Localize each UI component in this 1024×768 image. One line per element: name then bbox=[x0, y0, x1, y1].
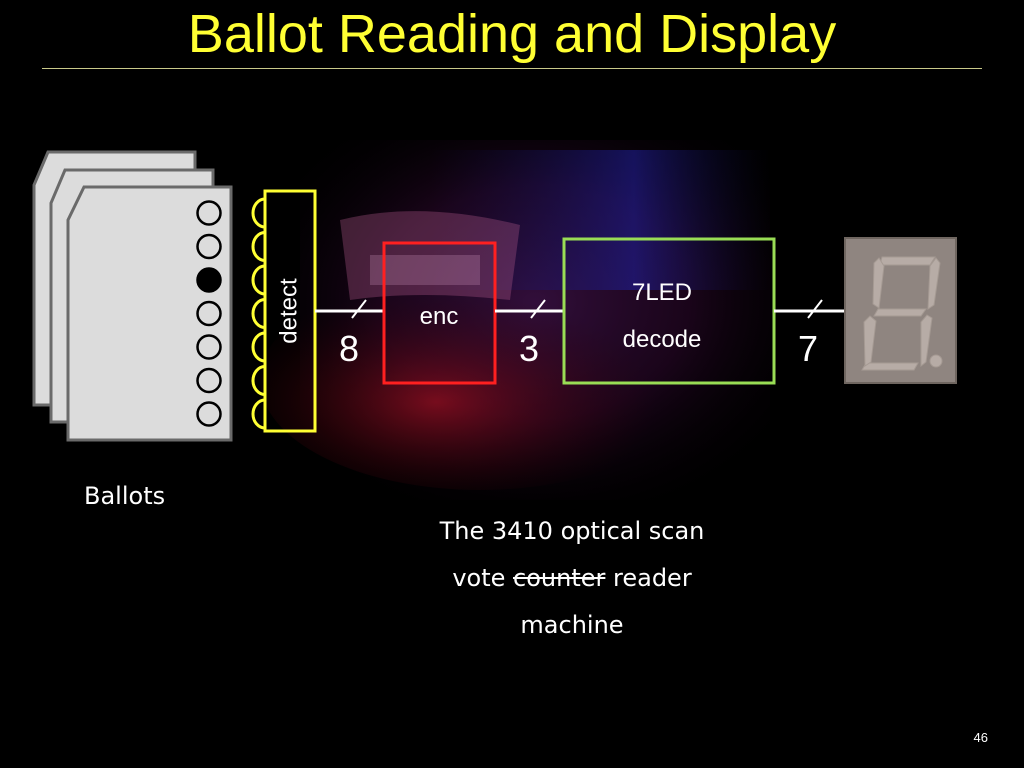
detector-coil bbox=[253, 400, 265, 428]
bus-width-3: 3 bbox=[519, 328, 539, 369]
segment-dp bbox=[930, 355, 942, 367]
segment-a bbox=[880, 257, 935, 265]
decode-label-line1: 7LED bbox=[632, 279, 692, 306]
ballots-label: Ballots bbox=[84, 482, 165, 510]
caption-struck-word: counter bbox=[513, 564, 605, 592]
caption-line-1: The 3410 optical scan bbox=[402, 508, 742, 555]
bus-decode-to-display: 7 bbox=[774, 300, 845, 369]
ballot-bubble-marked bbox=[198, 269, 221, 292]
ballot-stack bbox=[34, 152, 231, 440]
decode-label-line2: decode bbox=[623, 326, 702, 353]
bus-width-8: 8 bbox=[339, 328, 359, 369]
seven-segment-display bbox=[845, 238, 956, 383]
bus-width-7: 7 bbox=[798, 328, 818, 369]
detector-coil bbox=[253, 333, 265, 361]
detector-coil bbox=[253, 300, 265, 328]
page-number: 46 bbox=[974, 730, 988, 745]
caption-line-2: vote counter reader bbox=[402, 555, 742, 602]
enc-label: enc bbox=[420, 303, 459, 330]
caption-reader: reader bbox=[613, 564, 692, 592]
machine-caption: The 3410 optical scan vote counter reade… bbox=[402, 508, 742, 649]
segment-d bbox=[862, 363, 918, 370]
machine-photo-background bbox=[260, 140, 770, 500]
detector-coil bbox=[253, 199, 265, 227]
detect-coils bbox=[253, 199, 265, 428]
caption-line-3: machine bbox=[402, 602, 742, 649]
caption-vote: vote bbox=[452, 564, 505, 592]
detect-label: detect bbox=[275, 278, 302, 344]
segment-g bbox=[874, 309, 926, 316]
detector-coil bbox=[253, 266, 265, 294]
detector-coil bbox=[253, 233, 265, 261]
